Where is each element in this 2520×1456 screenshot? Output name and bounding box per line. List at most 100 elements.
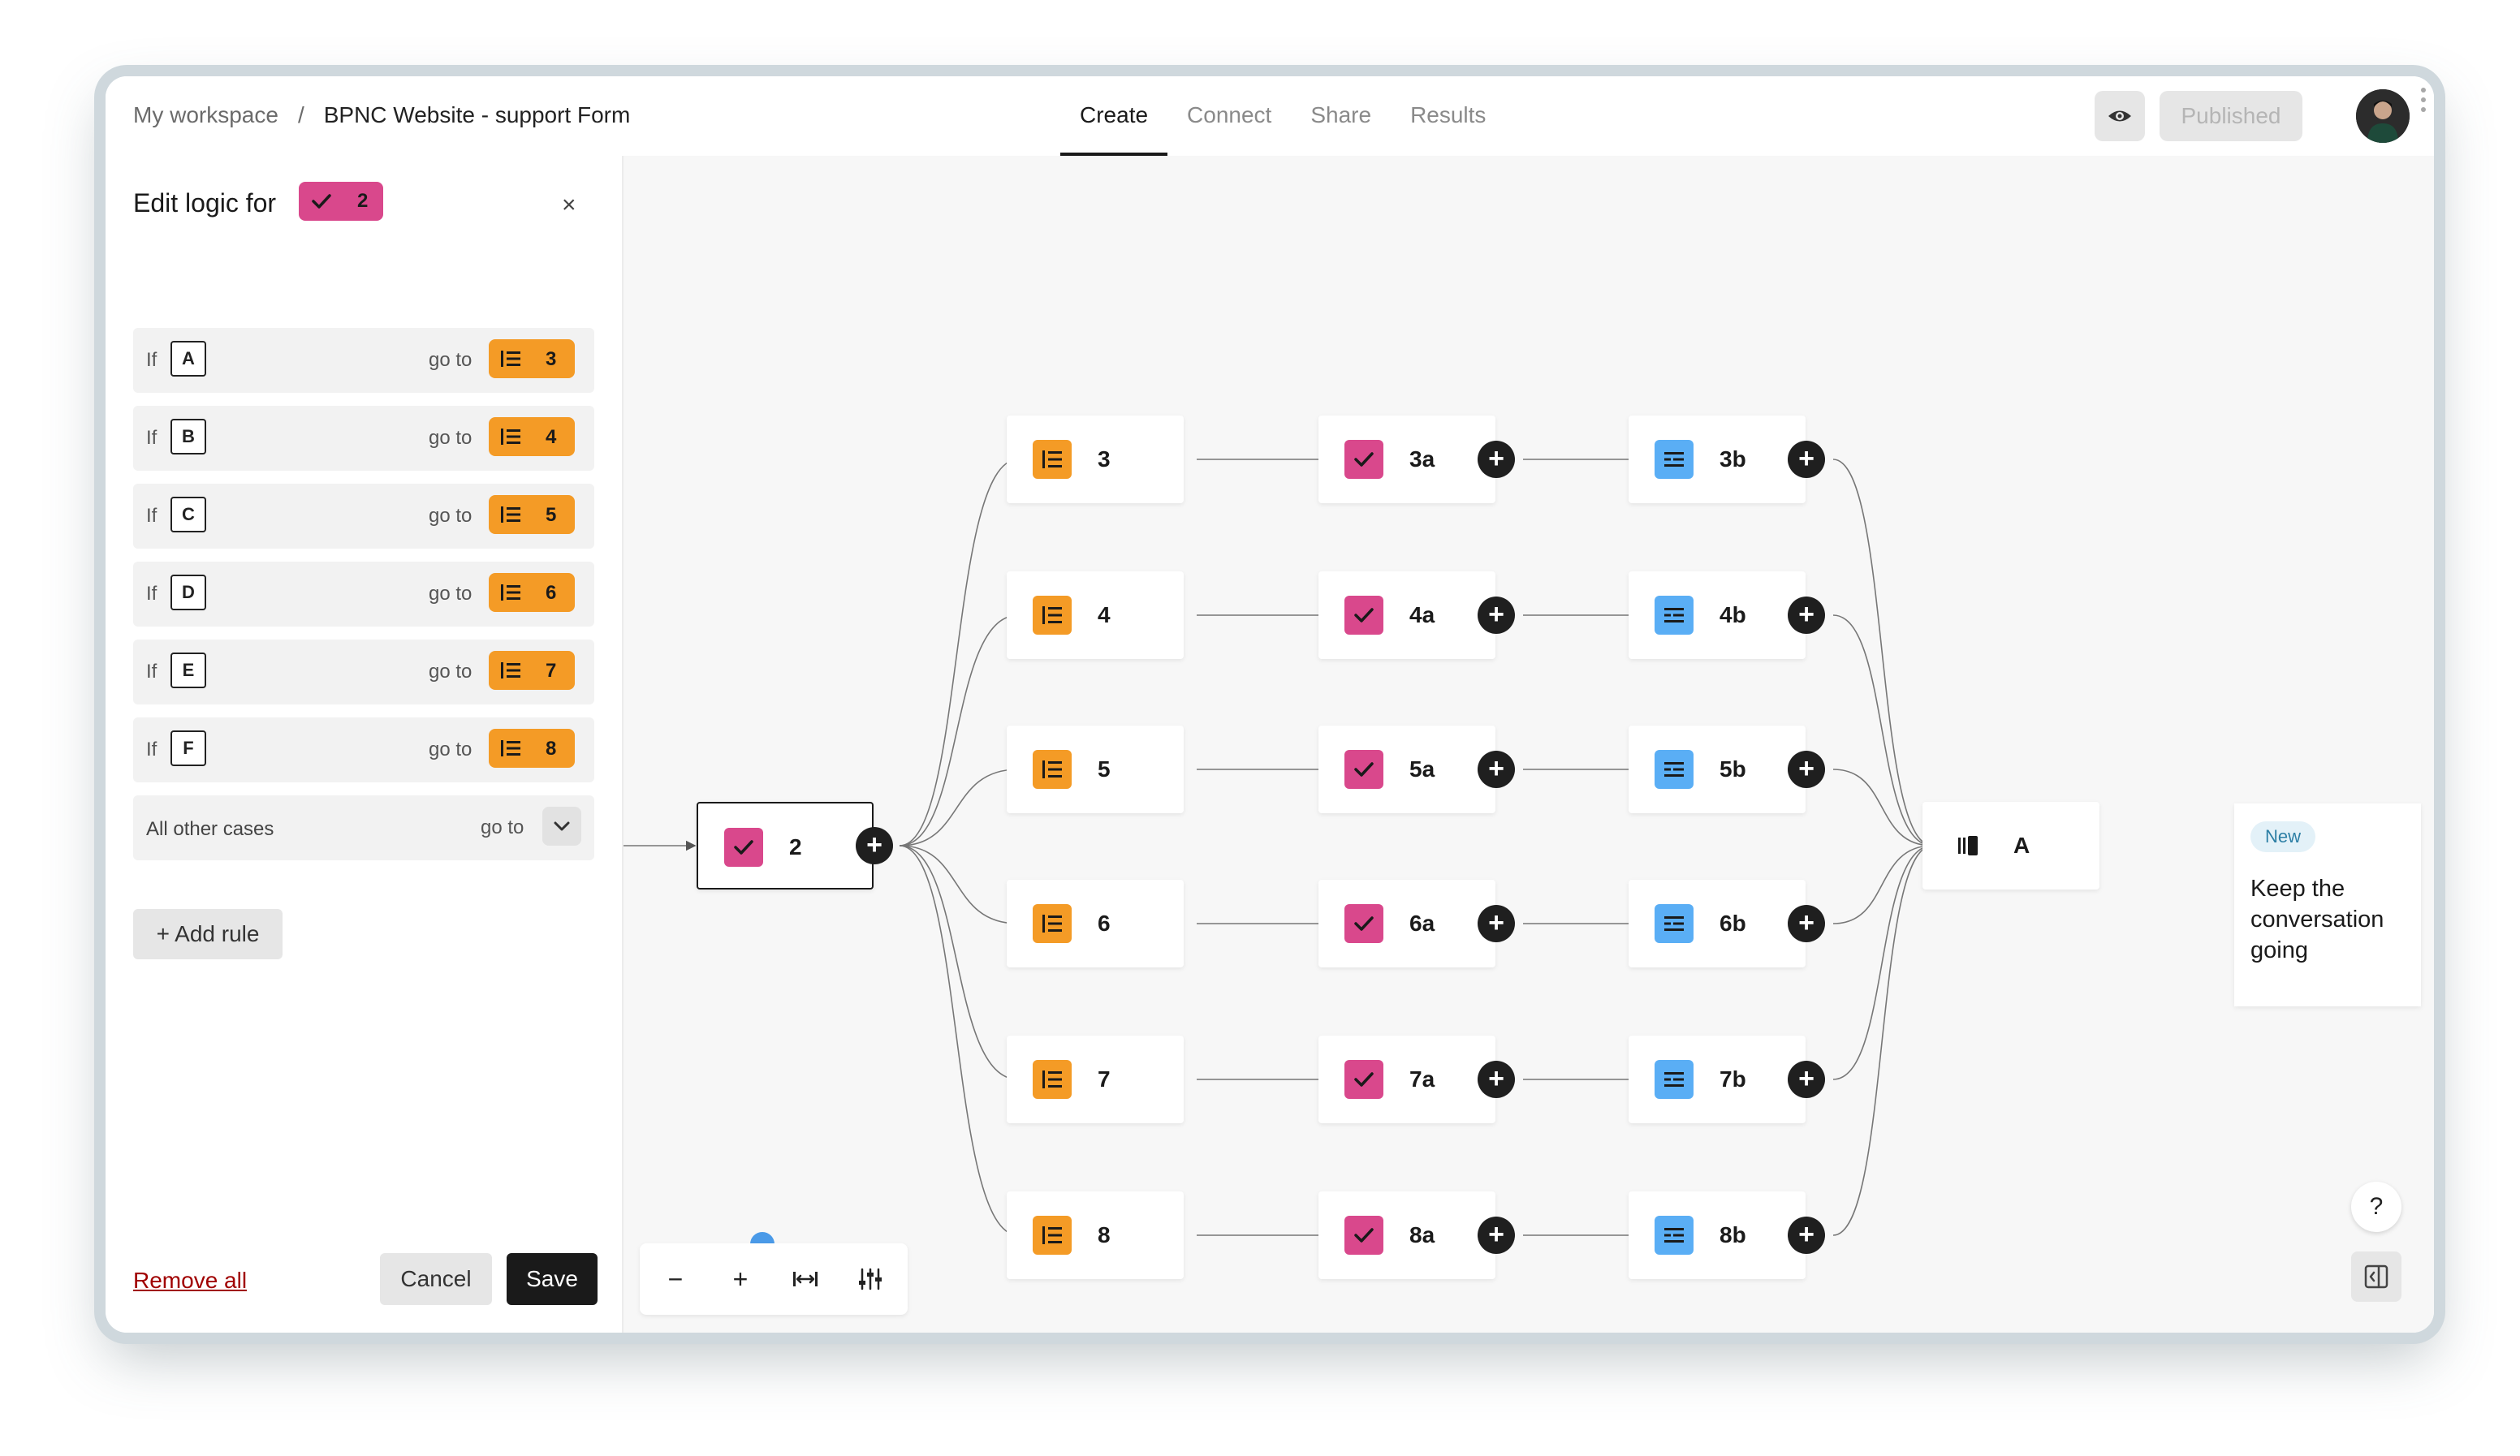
short-text-question-icon bbox=[1655, 1060, 1694, 1099]
node-label: 5 bbox=[1098, 756, 1111, 782]
add-node-plus-icon[interactable]: + bbox=[1478, 1061, 1515, 1098]
add-node-plus-icon[interactable]: + bbox=[1788, 1217, 1825, 1254]
question-node-8b[interactable]: 8b bbox=[1629, 1191, 1806, 1279]
panel-toggle-icon[interactable] bbox=[2351, 1251, 2401, 1302]
help-button[interactable]: ? bbox=[2351, 1182, 2401, 1232]
ending-node-a[interactable]: A bbox=[1922, 802, 2099, 890]
question-node-4[interactable]: 4 bbox=[1007, 571, 1184, 659]
breadcrumb-workspace[interactable]: My workspace bbox=[133, 102, 278, 127]
zoom-out-button[interactable]: − bbox=[667, 1264, 684, 1294]
connection-lines bbox=[624, 454, 1934, 1241]
breadcrumb-separator: / bbox=[297, 102, 304, 127]
published-button[interactable]: Published bbox=[2160, 91, 2302, 141]
node-label: 6 bbox=[1098, 911, 1111, 936]
list-icon bbox=[501, 506, 520, 523]
list-question-icon bbox=[1033, 440, 1072, 479]
tab-create[interactable]: Create bbox=[1060, 76, 1168, 156]
tab-share[interactable]: Share bbox=[1310, 102, 1372, 127]
zoom-in-button[interactable]: + bbox=[732, 1264, 749, 1294]
add-node-plus-icon[interactable]: + bbox=[1478, 597, 1515, 634]
rule-target-label: 7 bbox=[546, 660, 557, 682]
add-node-plus-icon[interactable]: + bbox=[1478, 905, 1515, 942]
question-node-2[interactable]: 2 bbox=[697, 802, 874, 890]
rule-condition-key[interactable]: C bbox=[170, 497, 206, 532]
rule-if-label: If bbox=[146, 739, 158, 760]
node-label: 3b bbox=[1720, 446, 1746, 472]
question-node-5a[interactable]: 5a bbox=[1318, 726, 1495, 813]
list-question-icon bbox=[1033, 1216, 1072, 1255]
other-cases-target-dropdown[interactable] bbox=[542, 807, 581, 846]
question-node-8a[interactable]: 8a bbox=[1318, 1191, 1495, 1279]
rule-if-label: If bbox=[146, 427, 158, 449]
question-node-3[interactable]: 3 bbox=[1007, 416, 1184, 503]
drag-handle-icon[interactable] bbox=[2421, 88, 2426, 112]
checkbox-question-icon bbox=[724, 828, 763, 867]
rule-target-select[interactable]: 6 bbox=[489, 573, 575, 612]
question-node-8[interactable]: 8 bbox=[1007, 1191, 1184, 1279]
question-node-7b[interactable]: 7b bbox=[1629, 1036, 1806, 1123]
cancel-button[interactable]: Cancel bbox=[380, 1253, 492, 1305]
app-window: My workspace / BPNC Website - support Form… bbox=[106, 76, 2434, 1333]
rule-target-select[interactable]: 3 bbox=[489, 339, 575, 378]
rule-target-select[interactable]: 8 bbox=[489, 729, 575, 768]
tab-results[interactable]: Results bbox=[1410, 102, 1487, 127]
add-node-plus-icon[interactable]: + bbox=[1478, 1217, 1515, 1254]
logic-rule: If D go to 6 bbox=[133, 562, 594, 627]
preview-button[interactable] bbox=[2095, 91, 2145, 141]
close-icon[interactable]: × bbox=[562, 192, 576, 218]
question-node-4a[interactable]: 4a bbox=[1318, 571, 1495, 659]
question-node-6[interactable]: 6 bbox=[1007, 880, 1184, 967]
logic-rule: If E go to 7 bbox=[133, 640, 594, 704]
rule-condition-key[interactable]: D bbox=[170, 575, 206, 610]
sliders-icon[interactable] bbox=[852, 1261, 888, 1297]
checkbox-question-icon bbox=[1344, 440, 1383, 479]
rule-target-select[interactable]: 5 bbox=[489, 495, 575, 534]
question-node-7a[interactable]: 7a bbox=[1318, 1036, 1495, 1123]
question-node-7[interactable]: 7 bbox=[1007, 1036, 1184, 1123]
breadcrumb: My workspace / BPNC Website - support Form bbox=[133, 102, 630, 128]
question-node-3b[interactable]: 3b bbox=[1629, 416, 1806, 503]
add-node-plus-icon[interactable]: + bbox=[856, 827, 893, 864]
rule-target-select[interactable]: 4 bbox=[489, 417, 575, 456]
other-cases-label: All other cases bbox=[146, 818, 274, 840]
remove-all-link[interactable]: Remove all bbox=[133, 1268, 248, 1293]
avatar[interactable] bbox=[2356, 89, 2410, 143]
add-node-plus-icon[interactable]: + bbox=[1788, 441, 1825, 478]
rule-goto-label: go to bbox=[429, 583, 472, 605]
add-node-plus-icon[interactable]: + bbox=[1788, 1061, 1825, 1098]
rule-condition-key[interactable]: E bbox=[170, 653, 206, 688]
rule-target-select[interactable]: 7 bbox=[489, 651, 575, 690]
flow-canvas[interactable]: 2 + 3 4 5 6 7 8 3a bbox=[624, 156, 2434, 1333]
list-question-icon bbox=[1033, 750, 1072, 789]
node-label: 5b bbox=[1720, 756, 1746, 782]
question-node-6a[interactable]: 6a bbox=[1318, 880, 1495, 967]
rule-if-label: If bbox=[146, 505, 158, 527]
question-node-4b[interactable]: 4b bbox=[1629, 571, 1806, 659]
rule-goto-label: go to bbox=[429, 427, 472, 449]
add-node-plus-icon[interactable]: + bbox=[1478, 751, 1515, 788]
add-node-plus-icon[interactable]: + bbox=[1478, 441, 1515, 478]
question-node-5b[interactable]: 5b bbox=[1629, 726, 1806, 813]
feature-announcement-card[interactable]: New Keep the conversation going bbox=[2234, 803, 2421, 1006]
logic-rule: If F go to 8 bbox=[133, 717, 594, 782]
add-rule-button[interactable]: + Add rule bbox=[133, 909, 283, 959]
rule-if-label: If bbox=[146, 349, 158, 371]
rule-target-label: 6 bbox=[546, 582, 557, 604]
breadcrumb-form-name[interactable]: BPNC Website - support Form bbox=[323, 102, 631, 127]
tab-connect[interactable]: Connect bbox=[1187, 102, 1272, 127]
checkmark-icon bbox=[312, 194, 331, 209]
add-node-plus-icon[interactable]: + bbox=[1788, 597, 1825, 634]
rule-condition-key[interactable]: B bbox=[170, 419, 206, 454]
rule-condition-key[interactable]: F bbox=[170, 730, 206, 766]
fit-width-icon[interactable] bbox=[788, 1261, 823, 1297]
rule-goto-label: go to bbox=[429, 661, 472, 683]
question-node-3a[interactable]: 3a bbox=[1318, 416, 1495, 503]
other-cases-rule: All other cases go to bbox=[133, 795, 594, 860]
question-node-5[interactable]: 5 bbox=[1007, 726, 1184, 813]
save-button[interactable]: Save bbox=[507, 1253, 598, 1305]
add-node-plus-icon[interactable]: + bbox=[1788, 905, 1825, 942]
add-node-plus-icon[interactable]: + bbox=[1788, 751, 1825, 788]
question-node-6b[interactable]: 6b bbox=[1629, 880, 1806, 967]
short-text-question-icon bbox=[1655, 904, 1694, 943]
rule-condition-key[interactable]: A bbox=[170, 341, 206, 377]
